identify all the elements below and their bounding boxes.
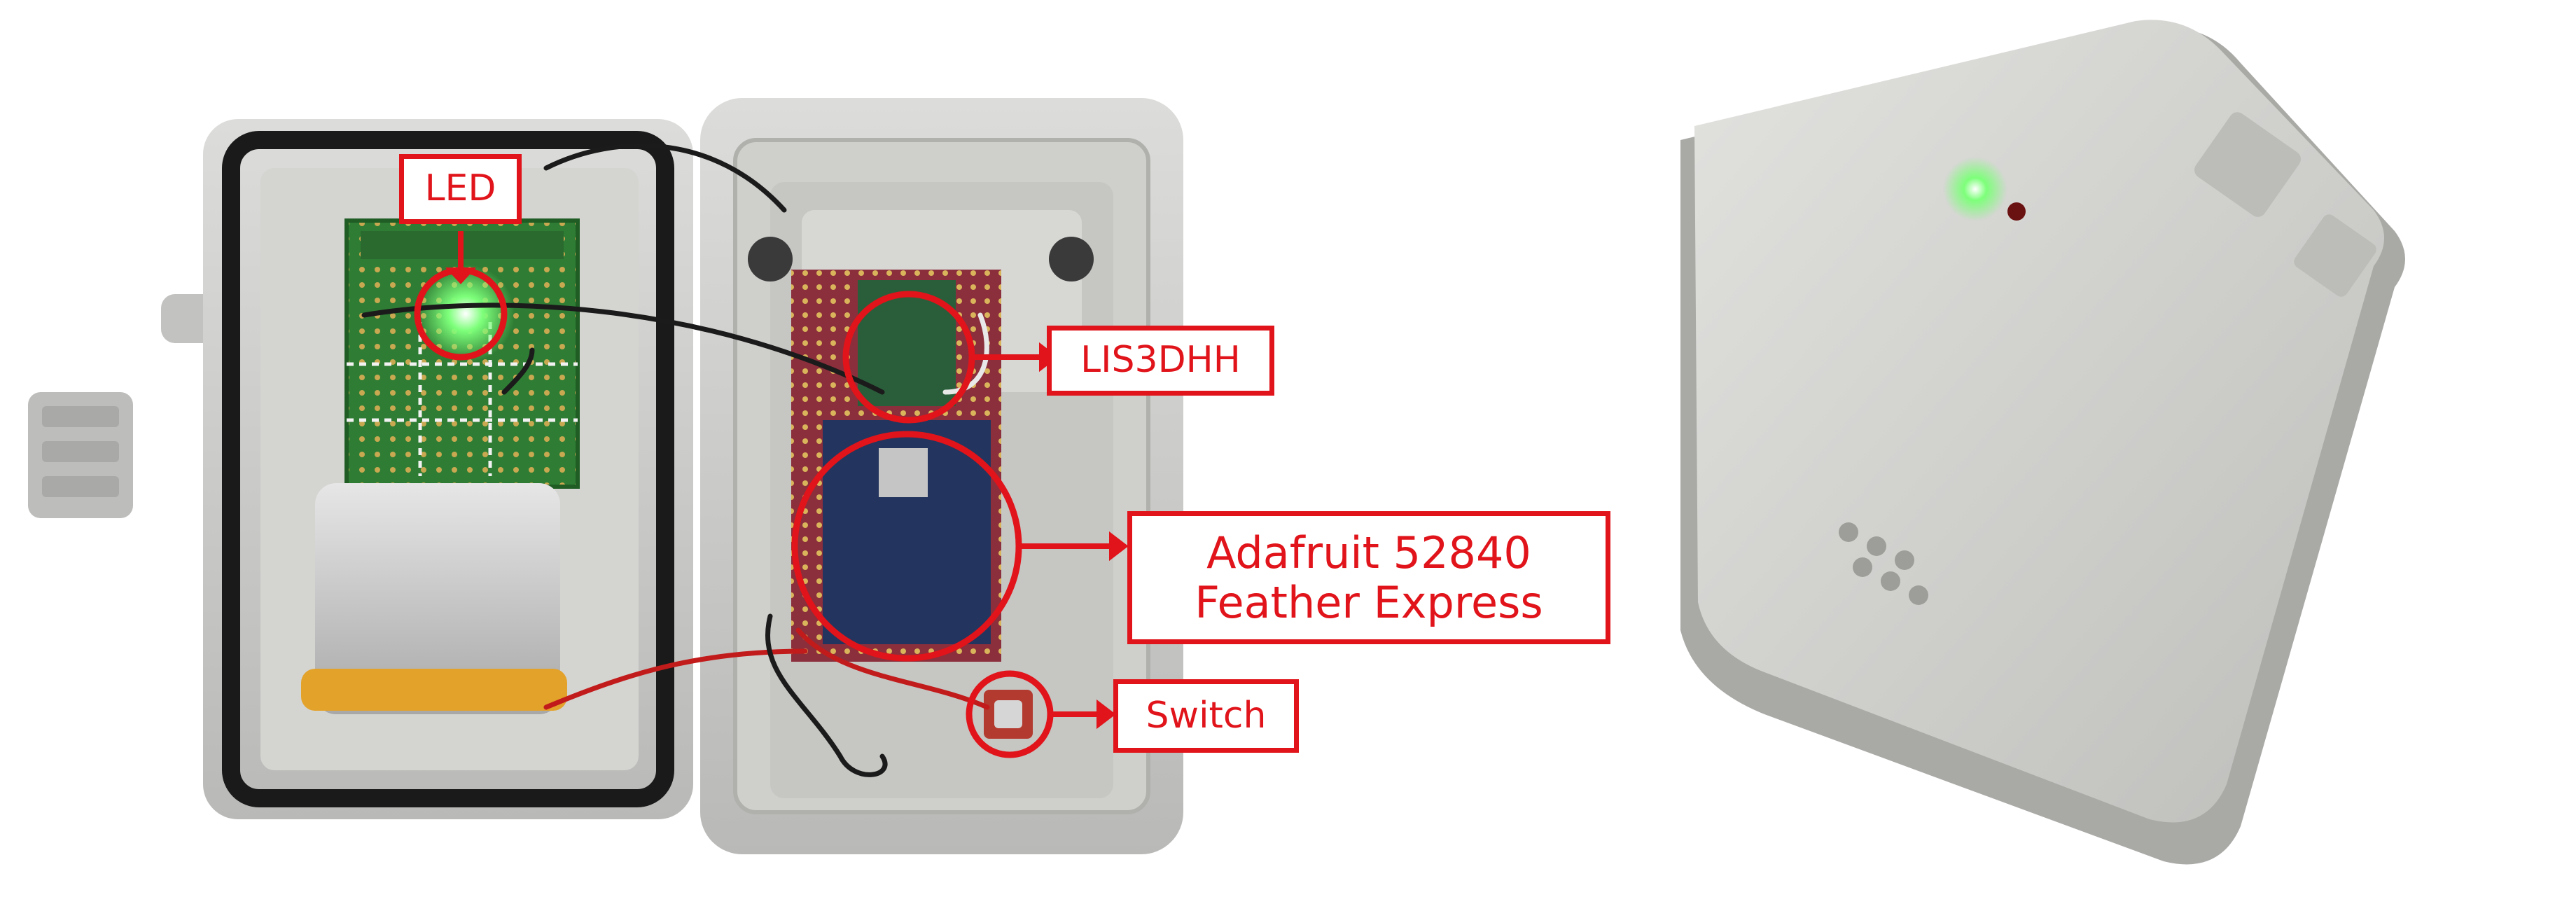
lipo-battery <box>301 483 567 714</box>
closed-enclosure-photo <box>1680 20 2405 865</box>
board-callout-label: Adafruit 52840 Feather Express <box>1127 511 1610 644</box>
status-led-red <box>2007 202 2026 221</box>
switch-callout-text: Switch <box>1146 694 1267 737</box>
led-callout-text: LED <box>424 167 496 210</box>
led-light <box>417 265 515 363</box>
wires <box>361 143 990 777</box>
accelerometer-callout-label: LIS3DHH <box>1047 326 1274 396</box>
hinge-latch <box>28 294 217 518</box>
switch-callout-label: Switch <box>1113 679 1299 753</box>
power-switch-part <box>984 690 1033 739</box>
enclosure-lid-closed <box>1694 20 2384 823</box>
board-callout-line1: Adafruit 52840 <box>1206 527 1531 578</box>
vent-holes <box>1839 522 1928 605</box>
accelerometer-highlight-circle <box>842 291 975 424</box>
status-led-green <box>1943 157 2007 221</box>
accelerometer-callout-text: LIS3DHH <box>1080 339 1241 382</box>
gasket <box>222 131 674 807</box>
board-callout-line2: Feather Express <box>1195 577 1543 628</box>
feather-protoboard <box>791 270 1001 662</box>
open-enclosure-photo <box>28 98 1183 854</box>
led-callout-label: LED <box>399 154 522 224</box>
